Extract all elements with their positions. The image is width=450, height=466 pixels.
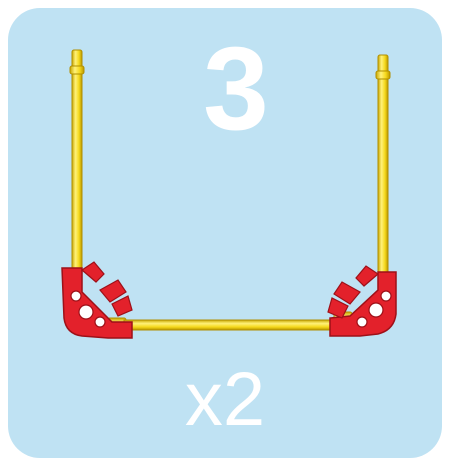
right-corner-connector (328, 266, 396, 336)
right-vertical-rod (376, 55, 390, 279)
left-vertical-rod (70, 50, 84, 274)
left-corner-connector (62, 262, 132, 338)
bottom-horizontal-rod (108, 312, 352, 332)
